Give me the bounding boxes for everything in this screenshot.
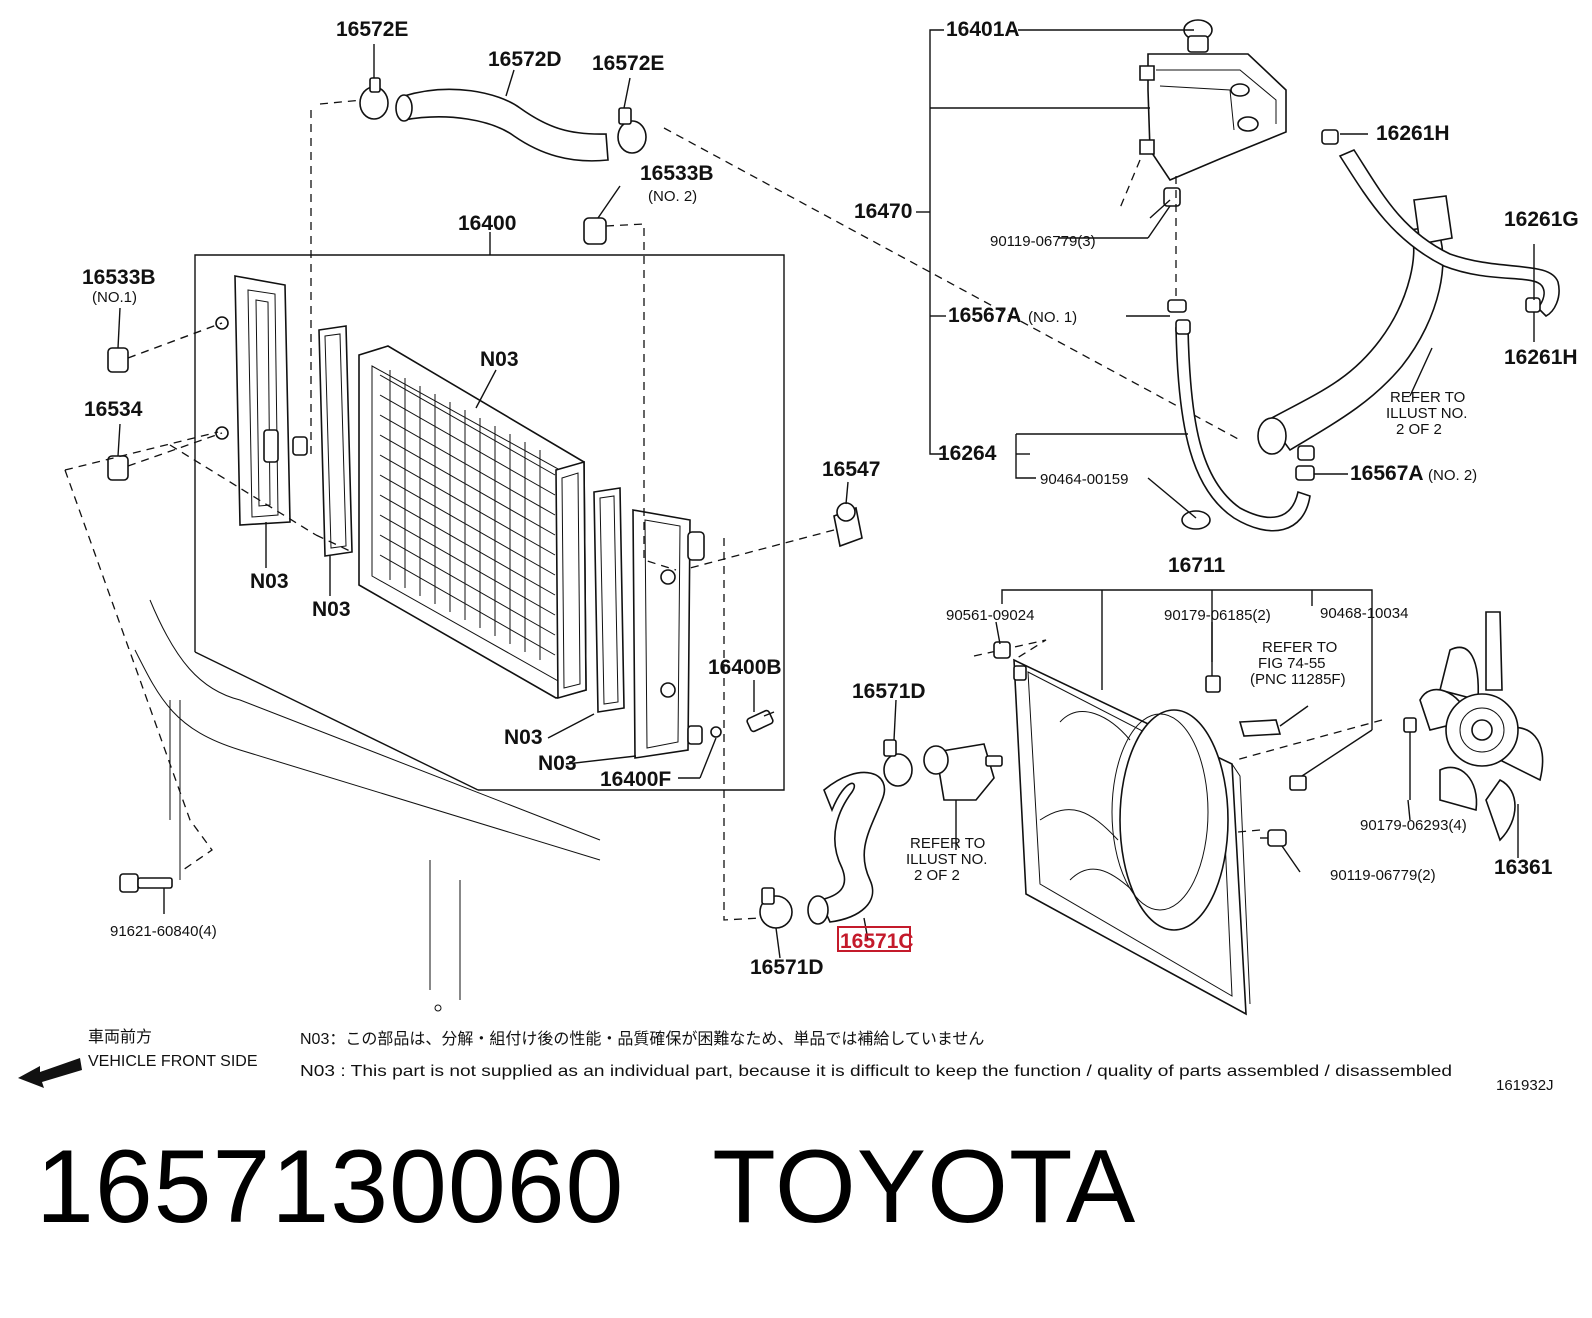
ref-block — [1238, 719, 1282, 737]
label-16400F: 16400F — [600, 768, 671, 791]
bolt-16534 — [107, 432, 223, 481]
label-16401A: 16401A — [946, 18, 1020, 41]
label-16261G: 16261G — [1504, 208, 1579, 231]
label-90179-06293: 90179-06293(4) — [1360, 817, 1467, 834]
label-N03-core: N03 — [480, 348, 519, 371]
label-16533B-no2: 16533B — [640, 162, 714, 185]
label-16361: 16361 — [1494, 856, 1553, 879]
brand-name: TOYOTA — [712, 1129, 1137, 1245]
fan-16361 — [1403, 611, 1544, 842]
label-16572D: 16572D — [488, 48, 562, 71]
label-16400: 16400 — [458, 212, 516, 235]
label-90119-06779-3: 90119-06779(3) — [990, 233, 1096, 250]
bolt-90119-06779-2 — [1260, 829, 1287, 847]
refer-illust-1-line2: ILLUST NO. — [1386, 405, 1467, 422]
refer-illust-2-line3: 2 OF 2 — [914, 867, 960, 884]
label-90468-10034: 90468-10034 — [1320, 605, 1408, 622]
illustration-id: 161932J — [1496, 1077, 1554, 1094]
label-16470: 16470 — [854, 200, 912, 223]
o-ring-16400F — [710, 726, 722, 738]
bolt-16533B-no2 — [583, 217, 677, 571]
label-16400B: 16400B — [708, 656, 782, 679]
label-N03-right-tank: N03 — [538, 752, 577, 775]
label-16261H-bottom: 16261H — [1504, 346, 1578, 369]
upper-hose-16572D — [319, 88, 1241, 441]
label-16571C-highlighted: 16571C — [840, 930, 914, 953]
lower-hose-16571C — [807, 771, 886, 941]
reservoir-bracket-lines — [916, 29, 1535, 519]
label-90179-06185: 90179-06185(2) — [1164, 607, 1271, 624]
vehicle-front-en: VEHICLE FRONT SIDE — [88, 1053, 258, 1070]
label-N03-right-seal: N03 — [504, 726, 543, 749]
clamp-16567A-no2 — [1295, 465, 1315, 481]
note-en: N03 : This part is not supplied as an in… — [300, 1063, 1452, 1080]
label-16533B-no2-sub: (NO. 2) — [648, 188, 697, 205]
part-caption: 1657130060 TOYOTA — [36, 1128, 1136, 1247]
clip-90179-06185 — [1205, 675, 1221, 693]
refer-fig-line3: (PNC 11285F) — [1250, 671, 1346, 688]
drain-cock-16400B — [746, 709, 775, 733]
label-16571D-bottom: 16571D — [750, 956, 824, 979]
clamp-16571D-top — [883, 739, 913, 787]
clamp-16261H-bottom — [1525, 297, 1541, 313]
nut-90561-09024 — [993, 641, 1011, 659]
part-number: 1657130060 — [36, 1129, 625, 1245]
radiator-assembly — [64, 110, 863, 1012]
water-outlet — [923, 743, 1003, 850]
clamp-16572E-left — [359, 77, 389, 120]
vehicle-front-arrow-icon — [18, 1058, 82, 1088]
label-90464-00159: 90464-00159 — [1040, 471, 1128, 488]
clamp-16571D-bottom — [759, 887, 793, 929]
clamp-16261H-top — [1321, 129, 1339, 145]
label-16571D-top: 16571D — [852, 680, 926, 703]
label-90119-06779-2: 90119-06779(2) — [1330, 867, 1436, 884]
label-16534: 16534 — [84, 398, 143, 421]
legend: 車両前方 VEHICLE FRONT SIDE N03：この部品は、分解・組付け… — [18, 1028, 1554, 1094]
refer-illust-2-line2: ILLUST NO. — [906, 851, 987, 868]
clamp-16567A-no1 — [1167, 299, 1187, 313]
clamp-90464-00159 — [1181, 510, 1211, 530]
label-90561-09024: 90561-09024 — [946, 607, 1034, 624]
drain-plug-16547 — [689, 502, 863, 569]
refer-illust-1-line1: REFER TO — [1390, 389, 1465, 406]
vehicle-front-jp: 車両前方 — [88, 1028, 152, 1046]
refer-fig-line1: REFER TO — [1262, 639, 1337, 656]
refer-illust-2-line1: REFER TO — [910, 835, 985, 852]
label-16567A-no1: 16567A — [948, 304, 1022, 327]
label-16567A-no2-sub: (NO. 2) — [1428, 467, 1477, 484]
reservoir-assembly — [1119, 19, 1560, 532]
label-16567A-no2: 16567A — [1350, 462, 1424, 485]
label-16572E-right: 16572E — [592, 52, 664, 75]
leader-lines — [117, 44, 1411, 959]
label-N03-left-tank: N03 — [250, 570, 289, 593]
label-16567A-no1-sub: (NO. 1) — [1028, 309, 1077, 326]
label-16572E-left: 16572E — [336, 18, 408, 41]
fan-shroud-assembly — [923, 589, 1544, 1016]
callout-labels: 16572E 16572D 16572E 16533B (NO. 2) 1640… — [82, 18, 1579, 979]
label-16547: 16547 — [822, 458, 880, 481]
clamp-16572E-right — [617, 107, 647, 154]
bolt-16533B-no1 — [107, 322, 223, 373]
bolt-91621-60840 — [119, 873, 173, 893]
clip-90468-10034 — [1289, 775, 1307, 791]
label-N03-left-seal: N03 — [312, 598, 351, 621]
label-16533B-no1: 16533B — [82, 266, 156, 289]
label-16711: 16711 — [1168, 554, 1226, 577]
label-16264: 16264 — [938, 442, 997, 465]
note-jp: N03：この部品は、分解・組付け後の性能・品質確保が困難なため、単品では補給して… — [300, 1030, 984, 1048]
label-16261H-top: 16261H — [1376, 122, 1450, 145]
refer-fig-line2: FIG 74-55 — [1258, 655, 1326, 672]
highlight-box — [837, 926, 911, 952]
radiator-core-fins — [379, 370, 556, 660]
label-91621-60840: 91621-60840(4) — [110, 923, 217, 940]
label-16533B-no1-sub: (NO.1) — [92, 289, 137, 306]
refer-illust-1-line3: 2 OF 2 — [1396, 421, 1442, 438]
